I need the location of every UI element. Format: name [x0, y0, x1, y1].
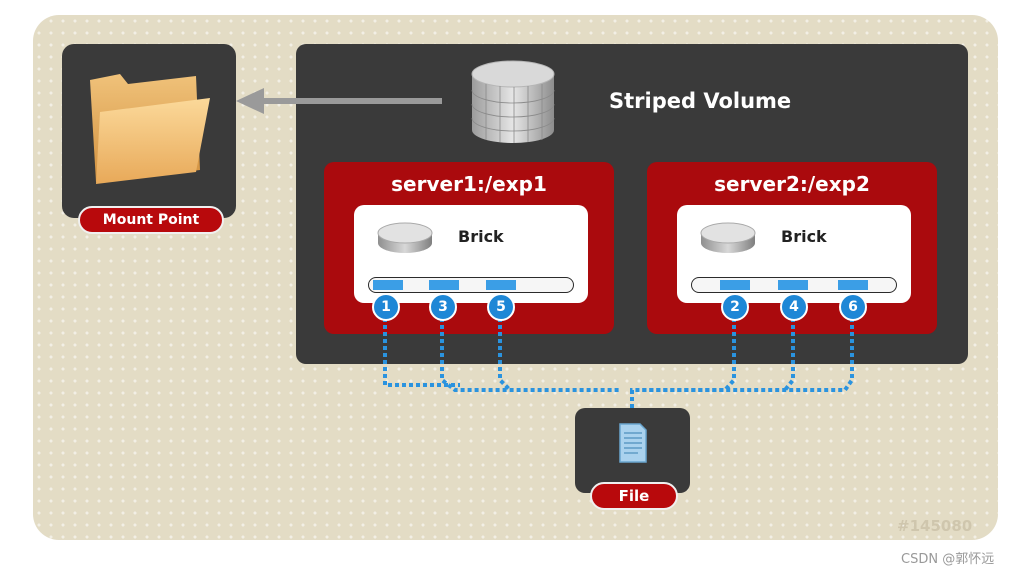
volume-title: Striped Volume [609, 89, 792, 113]
server1-label: server1:/exp1 [391, 172, 547, 196]
server1-box: server1:/exp1 Brick [324, 162, 614, 334]
source-credit: CSDN @郭怀远 [901, 552, 995, 567]
disk-icon [377, 222, 433, 253]
stripe-badge-2: 2 [721, 293, 749, 321]
stripe-segment [838, 280, 868, 290]
disk-icon [700, 222, 756, 253]
server1-stripe-bar [368, 277, 574, 293]
mount-point-box [62, 44, 236, 218]
stripe-segment [373, 280, 403, 290]
server2-brick-label: Brick [781, 227, 827, 246]
stripe-segment [720, 280, 750, 290]
stripe-badge-3: 3 [429, 293, 457, 321]
server2-brick-card: Brick [677, 205, 911, 303]
mount-point-label: Mount Point [78, 206, 224, 234]
file-label: File [590, 482, 678, 510]
stripe-badge-1: 1 [372, 293, 400, 321]
server1-brick-card: Brick [354, 205, 588, 303]
server2-stripe-bar [691, 277, 897, 293]
stripe-badge-4: 4 [780, 293, 808, 321]
file-box [575, 408, 690, 493]
stripe-segment [486, 280, 516, 290]
server1-brick-label: Brick [458, 227, 504, 246]
stripe-segment [429, 280, 459, 290]
figure-id: #145080 [897, 517, 973, 535]
stripe-segment [778, 280, 808, 290]
stripe-badge-5: 5 [487, 293, 515, 321]
stripe-badge-6: 6 [839, 293, 867, 321]
server2-label: server2:/exp2 [714, 172, 870, 196]
